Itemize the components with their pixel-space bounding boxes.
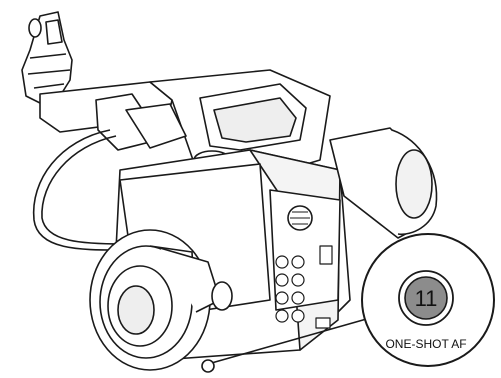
viewfinder [330,128,437,238]
callout-target-dot [202,360,214,372]
microphone-holder [22,12,72,104]
button-label: ONE-SHOT AF [385,337,466,351]
button-number: 11 [415,286,438,311]
